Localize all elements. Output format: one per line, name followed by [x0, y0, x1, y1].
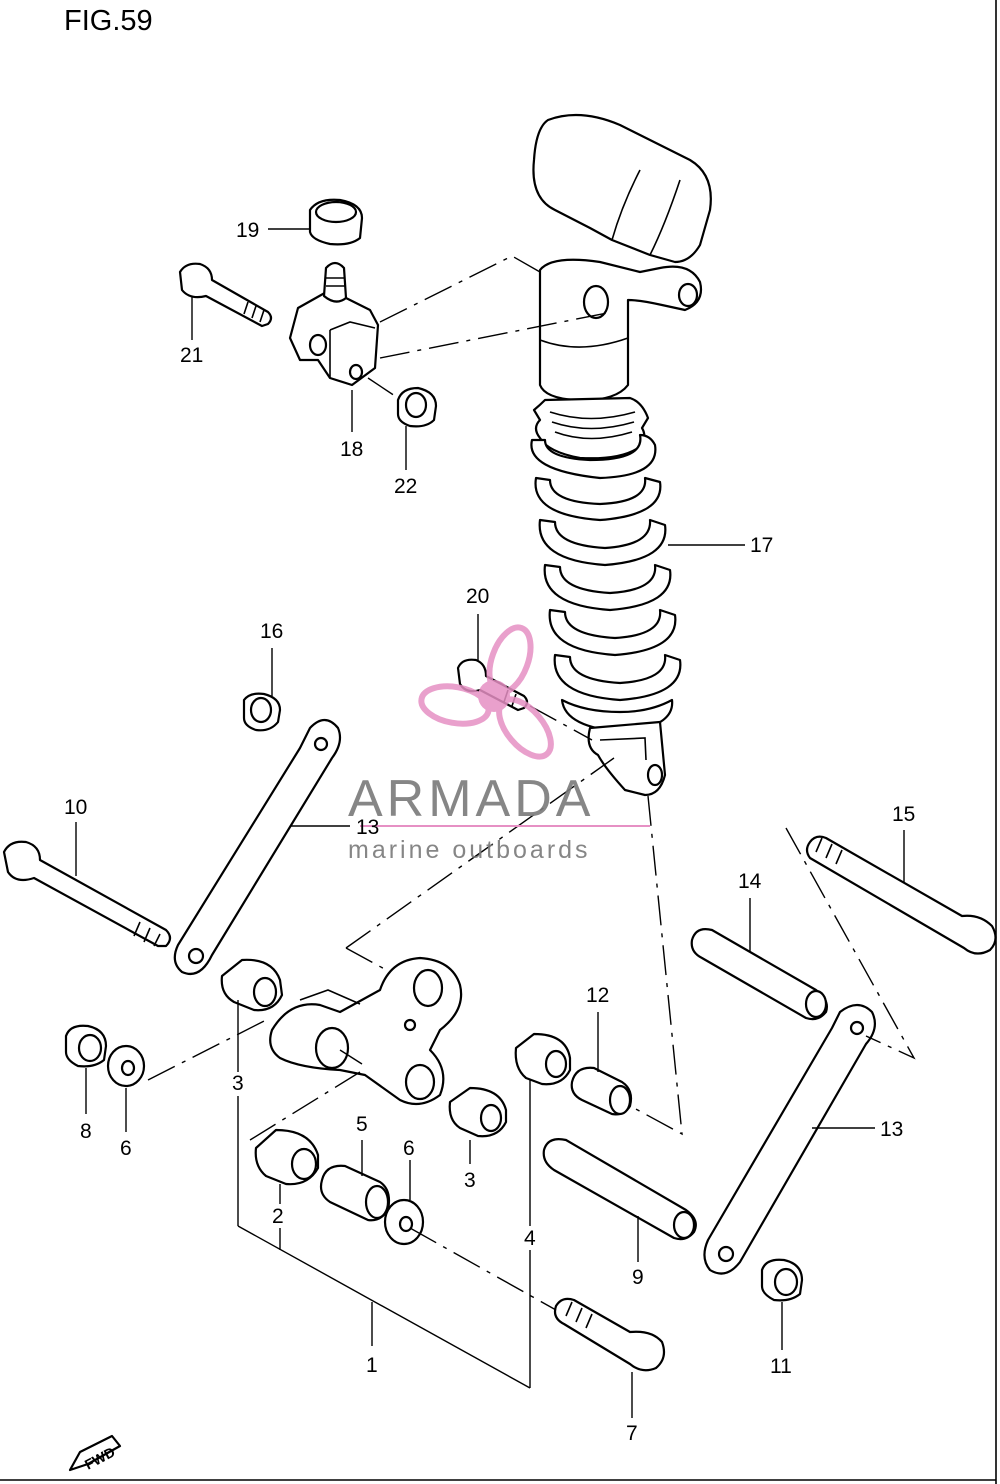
- nut-19: [268, 198, 364, 246]
- watermark-tagline: marine outboards: [348, 836, 591, 864]
- callout-3-left: 3: [232, 1072, 244, 1095]
- spacer-14: [690, 898, 828, 1021]
- callout-12: 12: [586, 984, 609, 1007]
- shock-absorber: [530, 113, 745, 797]
- callout-4: 4: [524, 1227, 536, 1250]
- callout-1: 1: [366, 1354, 378, 1377]
- spacer-5: [319, 1140, 391, 1222]
- callout-3-right: 3: [464, 1169, 476, 1192]
- callout-6-left: 6: [120, 1137, 132, 1160]
- spacer-9: [542, 1138, 697, 1262]
- callout-13-upper: 13: [356, 816, 379, 839]
- callout-16: 16: [260, 620, 283, 643]
- bolt-7: [553, 1297, 666, 1418]
- fwd-arrow-icon: FWD: [68, 1434, 122, 1473]
- spacer-12: [570, 1012, 633, 1116]
- nut-11: [760, 1258, 804, 1350]
- shock-bracket: [288, 261, 380, 432]
- nut-22: [396, 386, 438, 470]
- callout-20: 20: [466, 585, 489, 608]
- callout-10: 10: [64, 796, 87, 819]
- assembly-bracket-1: [237, 1000, 531, 1389]
- washer-6-left: [106, 1044, 146, 1132]
- bolt-21: [178, 262, 273, 340]
- callout-2: 2: [272, 1205, 284, 1228]
- callout-19: 19: [236, 219, 259, 242]
- bushing-4: [514, 1032, 572, 1086]
- nut-16: [242, 648, 282, 732]
- callout-14: 14: [738, 870, 762, 893]
- callout-8: 8: [80, 1120, 92, 1143]
- callout-21: 21: [180, 344, 203, 367]
- armada-logo-icon: [418, 624, 554, 760]
- callout-18: 18: [340, 438, 363, 461]
- callout-17: 17: [750, 534, 773, 557]
- callout-5: 5: [356, 1113, 368, 1136]
- bolt-15: [805, 830, 997, 955]
- figure-title: FIG.59: [64, 5, 153, 37]
- callout-7: 7: [626, 1422, 638, 1445]
- bushing-3-lower: [448, 1086, 508, 1164]
- nut-8: [64, 1024, 108, 1114]
- tie-rod-13-lower: [703, 1003, 877, 1275]
- bolt-10: [2, 822, 172, 948]
- callout-11: 11: [770, 1355, 792, 1378]
- callout-9: 9: [632, 1266, 644, 1289]
- watermark-brand: ARMADA: [348, 770, 594, 828]
- bushing-3-upper: [220, 958, 284, 1012]
- washer-6-right: [383, 1160, 425, 1246]
- callout-22: 22: [394, 475, 417, 498]
- callout-6-right: 6: [403, 1137, 415, 1160]
- bushing-2: [254, 1128, 320, 1204]
- callout-15: 15: [892, 803, 915, 826]
- tie-rod-13-upper: [173, 718, 350, 976]
- cushion-lever: [269, 956, 463, 1106]
- callout-13-lower: 13: [880, 1118, 903, 1141]
